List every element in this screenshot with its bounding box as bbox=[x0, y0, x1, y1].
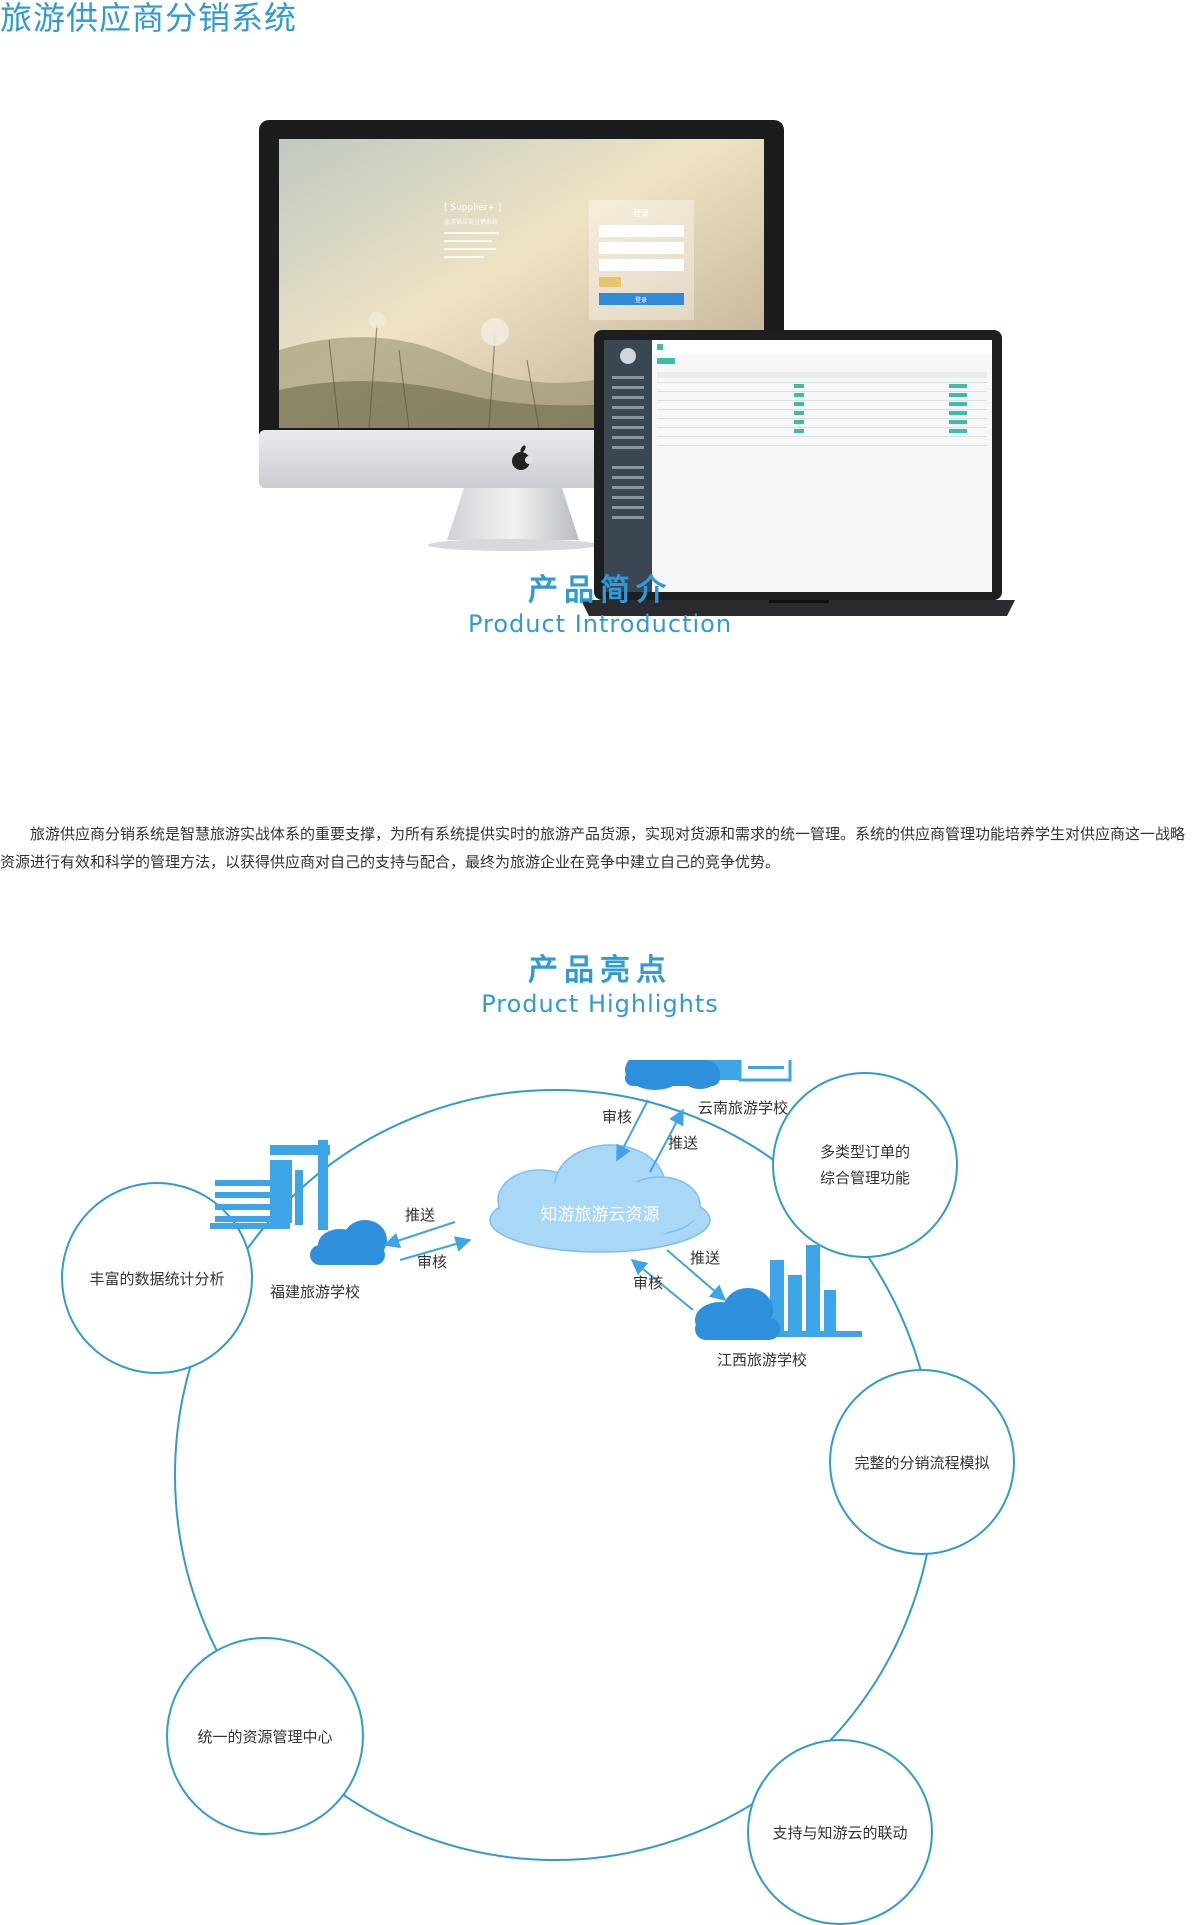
login-panel: 登录 登录 bbox=[589, 200, 694, 320]
school-cloud-icon bbox=[695, 1288, 780, 1340]
flow-label-push: 推送 bbox=[690, 1249, 720, 1267]
arrow-push-jiangxi bbox=[666, 1249, 727, 1302]
svg-text:支持与知游云的联动: 支持与知游云的联动 bbox=[772, 1824, 907, 1842]
flow-label-push: 推送 bbox=[405, 1206, 435, 1224]
highlights-title: 产品亮点 bbox=[528, 953, 672, 988]
school-fujian-label: 福建旅游学校 bbox=[270, 1283, 360, 1301]
svg-text:综合管理功能: 综合管理功能 bbox=[820, 1169, 910, 1187]
login-brand: [ Supplier+ ] bbox=[444, 203, 501, 213]
arrow-review-fujian bbox=[399, 1236, 472, 1261]
highlights-subtitle: Product Highlights bbox=[481, 990, 719, 1018]
laptop bbox=[581, 330, 1015, 616]
svg-text:登录: 登录 bbox=[635, 296, 647, 304]
flow-label-push: 推送 bbox=[668, 1134, 698, 1152]
feature-distribution-simulation: 完整的分销流程模拟 bbox=[829, 1369, 1015, 1555]
hero-device-mockup: [ Supplier+ ] 旅游供应商分销系统 登录 登录 bbox=[259, 120, 1034, 620]
highlights-diagram-svg: 丰富的数据统计分析 多类型订单的 综合管理功能 完整的分销流程模拟 统一的资源管… bbox=[61, 1060, 1015, 1925]
dandelion bbox=[481, 318, 509, 346]
cloud-resource-label: 知游旅游云资源 bbox=[541, 1205, 660, 1225]
arrow-review-yunnan bbox=[616, 1099, 649, 1162]
login-submit-button[interactable] bbox=[599, 293, 684, 305]
introduction-title: 产品简介 bbox=[528, 573, 672, 608]
apple-logo-icon bbox=[512, 445, 533, 470]
arrow-push-yunnan bbox=[649, 1108, 684, 1173]
arrow-review-jiangxi bbox=[630, 1258, 694, 1311]
school-jiangxi bbox=[695, 1245, 862, 1340]
school-yunnan-label: 云南旅游学校 bbox=[698, 1099, 788, 1117]
imac-stand bbox=[428, 488, 598, 551]
laptop-data-table bbox=[657, 372, 987, 446]
feature-order-management: 多类型订单的 综合管理功能 bbox=[772, 1072, 958, 1258]
flow-label-review: 审核 bbox=[633, 1274, 663, 1292]
introduction-body: 旅游供应商分销系统是智慧旅游实战体系的重要支撑，为所有系统提供实时的旅游产品货源… bbox=[0, 825, 1186, 871]
feature-data-statistics: 丰富的数据统计分析 bbox=[61, 1182, 253, 1374]
school-yunnan bbox=[625, 1060, 792, 1090]
school-cloud-icon bbox=[310, 1220, 387, 1265]
page-title: 旅游供应商分销系统 bbox=[0, 0, 298, 37]
highlights-diagram: 丰富的数据统计分析 多类型订单的 综合管理功能 完整的分销流程模拟 统一的资源管… bbox=[0, 1060, 1200, 1925]
captcha-image bbox=[599, 277, 621, 287]
svg-text:完整的分销流程模拟: 完整的分销流程模拟 bbox=[854, 1454, 989, 1472]
feature-cloud-linkage: 支持与知游云的联动 bbox=[747, 1739, 933, 1925]
captcha-input[interactable] bbox=[599, 259, 684, 271]
login-form-title: 登录 bbox=[633, 208, 649, 218]
username-input[interactable] bbox=[599, 225, 684, 237]
svg-text:丰富的数据统计分析: 丰富的数据统计分析 bbox=[89, 1270, 224, 1288]
arrow-push-fujian bbox=[383, 1221, 456, 1249]
building-icon bbox=[766, 1245, 862, 1337]
introduction-subtitle: Product Introduction bbox=[467, 610, 733, 638]
factory-icon bbox=[700, 1060, 792, 1082]
flow-label-review: 审核 bbox=[417, 1253, 447, 1271]
building-icon bbox=[210, 1140, 330, 1230]
school-cloud-icon bbox=[625, 1060, 720, 1090]
school-fujian bbox=[210, 1140, 387, 1265]
cloud-resource-node: 知游旅游云资源 bbox=[489, 1144, 711, 1253]
device-illustration: [ Supplier+ ] 旅游供应商分销系统 登录 登录 bbox=[259, 120, 1015, 616]
svg-text:多类型订单的: 多类型订单的 bbox=[820, 1143, 910, 1161]
password-input[interactable] bbox=[599, 242, 684, 254]
flow-label-review: 审核 bbox=[602, 1108, 632, 1126]
feature-resource-center: 统一的资源管理中心 bbox=[166, 1637, 364, 1835]
school-jiangxi-label: 江西旅游学校 bbox=[717, 1351, 807, 1369]
svg-text:统一的资源管理中心: 统一的资源管理中心 bbox=[197, 1728, 332, 1746]
login-tagline: 旅游供应商分销系统 bbox=[444, 218, 498, 226]
